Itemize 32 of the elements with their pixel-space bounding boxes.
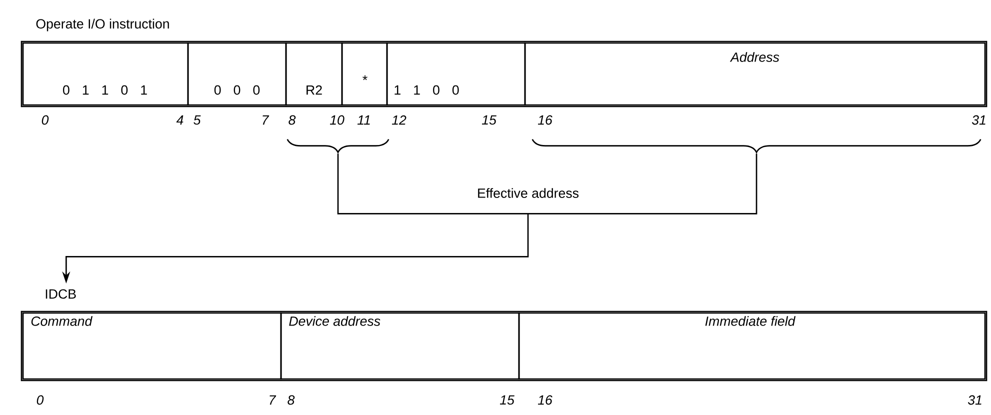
bus-label: Effective address xyxy=(478,188,579,198)
brace xyxy=(286,139,390,154)
bit-number: 8 xyxy=(288,115,296,125)
bit-number: 0 xyxy=(36,395,44,405)
bit-number: 15 xyxy=(500,395,514,405)
brace xyxy=(532,138,982,154)
bit-number: 16 xyxy=(538,395,552,405)
bit-number: 7 xyxy=(270,395,276,405)
bit-number: 31 xyxy=(968,395,982,405)
bit-number: 15 xyxy=(482,115,496,125)
bit-field: 1 1 0 0 xyxy=(386,42,526,106)
node-label: IDCB xyxy=(46,289,76,299)
connector-line xyxy=(337,154,528,214)
bit-number: 11 xyxy=(357,115,370,125)
bit-field: Command xyxy=(22,312,282,380)
bit-number: 31 xyxy=(972,115,986,125)
bit-number: 8 xyxy=(288,395,295,405)
bit-number: 10 xyxy=(330,115,344,125)
bit-number: 12 xyxy=(392,115,406,125)
bit-number: 4 xyxy=(176,115,184,125)
node-label: Operate I/O instruction xyxy=(36,18,169,32)
connector-line xyxy=(528,154,758,214)
bit-field: 0 1 1 0 1 xyxy=(22,42,189,106)
bit-field: Immediate field xyxy=(518,312,986,380)
bit-number: 5 xyxy=(194,115,201,125)
bit-number: 7 xyxy=(262,115,270,125)
bit-number: 16 xyxy=(538,115,552,125)
bit-field: * xyxy=(341,42,388,106)
bit-field: 0 0 0 xyxy=(187,42,287,106)
bit-field: Address xyxy=(524,42,986,106)
bit-field: Device address xyxy=(280,312,520,380)
bit-field: R2 xyxy=(285,42,343,106)
